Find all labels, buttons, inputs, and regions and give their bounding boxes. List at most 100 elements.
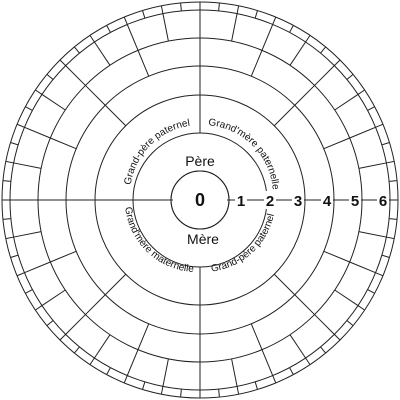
cell-divider-gen6: [59, 333, 67, 341]
cell-divider-gen6: [272, 375, 277, 384]
cell-divider-gen6: [320, 46, 326, 54]
cell-divider-gen6: [180, 389, 182, 398]
cell-divider-gen6: [367, 289, 375, 294]
cell-divider-gen6: [381, 254, 390, 258]
cell-divider-gen6: [272, 16, 277, 25]
cell-divider-gen5: [314, 65, 335, 86]
father-label: Père: [185, 153, 215, 169]
generation-1-bg: [235, 191, 247, 209]
cell-divider-gen6: [218, 2, 220, 11]
generation-6-bg: [377, 191, 389, 209]
cell-divider-gen6: [333, 59, 341, 67]
cell-divider-gen5: [334, 94, 359, 111]
cell-divider-gen6: [89, 35, 95, 43]
cell-divider-gen6: [16, 272, 25, 277]
generation-5-label: 5: [351, 193, 359, 210]
generation-3-bg: [292, 191, 304, 209]
cell-divider-gen5: [349, 126, 376, 139]
cell-divider-gen6: [333, 333, 341, 341]
paternal-grandfather-bottom-label: Grand-père paternel: [210, 213, 277, 275]
cell-divider-gen6: [142, 10, 146, 19]
cell-divider-gen5: [289, 334, 306, 359]
cell-divider-gen6: [381, 142, 390, 146]
cell-divider-gen6: [160, 386, 164, 395]
cell-divider-gen6: [254, 381, 258, 390]
cell-divider-gen6: [236, 5, 240, 14]
cell-divider-gen6: [2, 180, 11, 182]
cell-divider-gen5: [162, 358, 169, 387]
cell-divider-gen6: [16, 123, 25, 128]
cell-divider-gen6: [180, 2, 182, 11]
cell-divider-gen6: [25, 106, 33, 111]
cell-divider-gen5: [261, 349, 274, 376]
cell-divider-gen4: [323, 250, 350, 263]
cell-divider-gen6: [10, 254, 19, 258]
cell-divider-gen5: [41, 289, 66, 306]
cell-divider-gen6: [160, 5, 164, 14]
cell-divider-gen6: [357, 305, 365, 311]
cell-divider-gen5: [41, 94, 66, 111]
cell-divider-gen5: [261, 24, 274, 51]
generation-6-label: 6: [379, 193, 387, 210]
cell-divider-gen3: [273, 104, 296, 127]
cell-divider-gen3: [273, 273, 296, 296]
mother-label: Mère: [187, 231, 219, 247]
cell-divider-gen6: [236, 386, 240, 395]
cell-divider-gen6: [123, 16, 128, 25]
cell-divider-gen5: [24, 261, 51, 274]
cell-divider-gen6: [367, 106, 375, 111]
center-disk: [173, 173, 227, 227]
generation-4-label: 4: [323, 193, 332, 210]
cell-divider-gen5: [24, 126, 51, 139]
cell-divider-gen5: [94, 334, 111, 359]
cell-divider-gen5: [13, 162, 42, 169]
generation-2-bg: [264, 191, 276, 209]
cell-divider-gen6: [218, 389, 220, 398]
cell-divider-gen4: [294, 85, 315, 106]
generation-5-bg: [349, 191, 361, 209]
cell-divider-gen4: [137, 50, 150, 77]
cell-divider-gen6: [35, 305, 43, 311]
cell-divider-gen6: [59, 59, 67, 67]
generation-2-label: 2: [266, 193, 274, 210]
cell-divider-gen3: [104, 273, 127, 296]
cell-divider-gen6: [46, 74, 54, 80]
cell-divider-gen5: [162, 13, 169, 42]
cell-divider-gen6: [375, 123, 384, 128]
cell-divider-gen5: [231, 13, 238, 42]
cell-divider-gen3: [104, 104, 127, 127]
cell-divider-gen5: [65, 314, 86, 335]
cell-divider-gen6: [35, 89, 43, 95]
cell-divider-gen6: [305, 35, 311, 43]
cell-divider-gen6: [254, 10, 258, 19]
paternal-grandfather-top-path: Grand-père paternel: [123, 118, 191, 186]
cell-divider-gen4: [50, 250, 77, 263]
cell-divider-gen5: [358, 162, 387, 169]
cell-divider-gen6: [46, 320, 54, 326]
cell-divider-gen6: [5, 236, 14, 240]
cell-divider-gen6: [106, 367, 111, 375]
cell-divider-gen6: [289, 367, 294, 375]
cell-divider-gen6: [346, 320, 354, 326]
cell-divider-gen5: [314, 314, 335, 335]
cell-divider-gen5: [13, 231, 42, 238]
cell-divider-gen6: [305, 357, 311, 365]
cell-divider-gen6: [389, 180, 398, 182]
cell-divider-gen6: [106, 25, 111, 33]
paternal-grandfather-bottom-path: Grand-père paternel: [210, 213, 277, 275]
cell-divider-gen5: [231, 358, 238, 387]
cell-divider-gen6: [357, 89, 365, 95]
generation-3-label: 3: [294, 193, 302, 210]
cell-divider-gen6: [74, 346, 80, 354]
center-ring: [170, 170, 230, 230]
cell-divider-gen4: [250, 50, 263, 77]
cell-divider-gen4: [85, 85, 106, 106]
cell-divider-gen6: [10, 142, 19, 146]
cell-divider-gen4: [85, 294, 106, 315]
cell-divider-gen4: [250, 323, 263, 350]
cell-divider-gen6: [375, 272, 384, 277]
cell-divider-gen6: [89, 357, 95, 365]
cell-divider-gen6: [2, 218, 11, 220]
cell-divider-gen5: [349, 261, 376, 274]
